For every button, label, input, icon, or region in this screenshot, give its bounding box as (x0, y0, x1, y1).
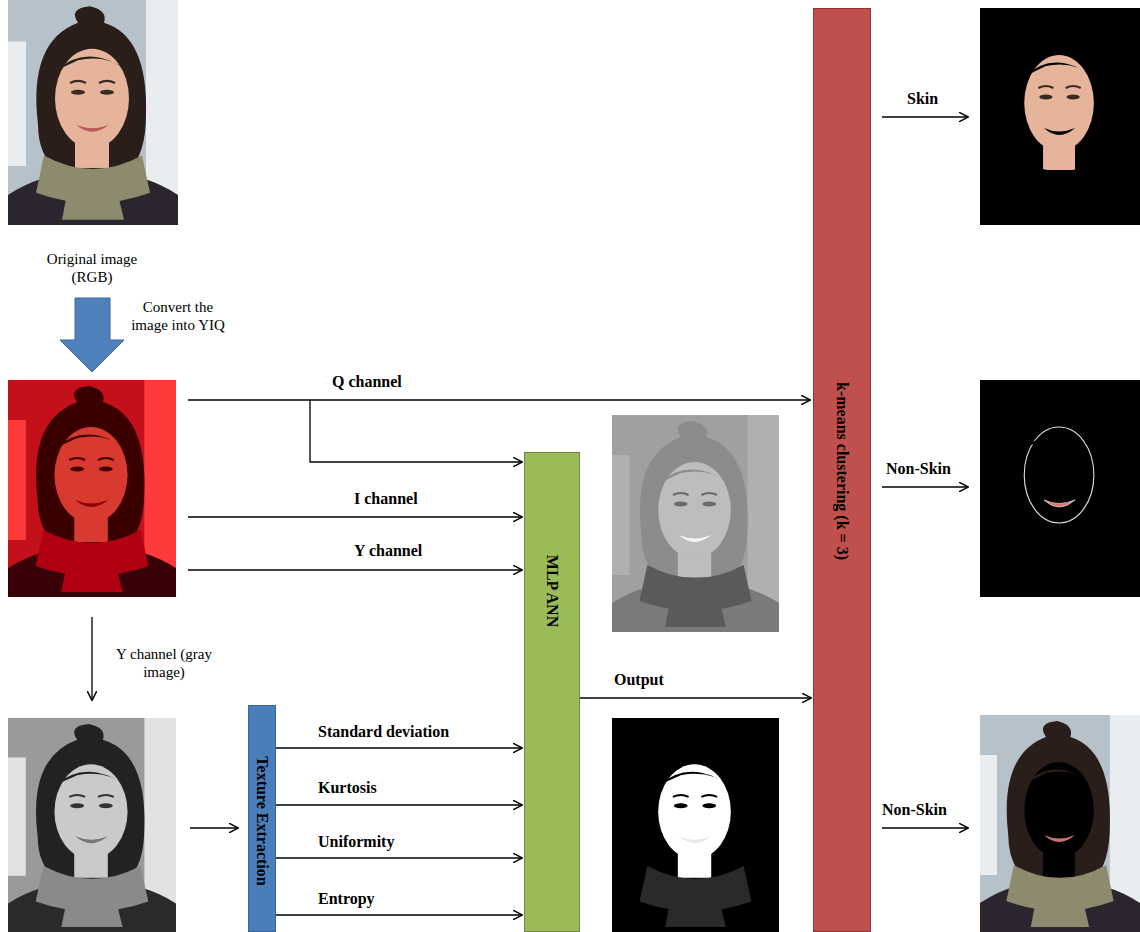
bar-label: Texture Extraction (253, 756, 271, 885)
ann-input-image (612, 415, 779, 632)
gray-image (8, 718, 176, 932)
y-channel-arrow (188, 569, 522, 570)
connector-arrow (276, 804, 522, 805)
gray-arrow (91, 617, 92, 700)
channel-label: I channel (352, 489, 420, 508)
non-skin-arrow (882, 486, 968, 487)
yiq-image (8, 380, 176, 597)
caption-label: Y channel (gray image) (112, 645, 216, 681)
channel-label: Q channel (330, 372, 404, 391)
edge-label: Entropy (316, 889, 377, 908)
connector-arrow (580, 697, 811, 698)
edge-label: Standard deviation (316, 722, 451, 741)
channel-label: Skin (905, 89, 940, 108)
non-skin-edge-image (980, 380, 1140, 597)
kmeans-bar: k-means clustering (k = 3) (813, 8, 871, 932)
connector-arrow (276, 747, 522, 748)
connector-arrow (276, 914, 522, 915)
channel-label: Y channel (352, 541, 424, 560)
i-channel-arrow (188, 516, 522, 517)
convert-arrow (60, 298, 124, 372)
q-branch-arrow (310, 400, 522, 462)
skin-image (980, 8, 1140, 225)
skin-arrow (882, 116, 968, 117)
channel-label: Non-Skin (880, 800, 949, 819)
mlp-bar: MLP ANN (524, 452, 580, 932)
edge-label: Kurtosis (316, 778, 379, 797)
caption-label: Convert the image into YIQ (124, 298, 232, 334)
bar-label: k-means clustering (k = 3) (833, 382, 851, 560)
non-skin-image (980, 715, 1140, 932)
connector-arrow (276, 857, 522, 858)
caption-label: Original image (RGB) (32, 250, 152, 286)
texture-bar: Texture Extraction (248, 705, 276, 932)
bar-label: MLP ANN (543, 555, 561, 627)
non-skin-arrow (882, 827, 968, 828)
q-channel-arrow (188, 399, 810, 400)
edge-label: Output (612, 670, 666, 689)
edge-label: Uniformity (316, 832, 396, 851)
channel-label: Non-Skin (884, 459, 953, 478)
original-photo (8, 0, 178, 225)
ann-output-image (612, 718, 779, 932)
texture-input-arrow (190, 827, 238, 828)
